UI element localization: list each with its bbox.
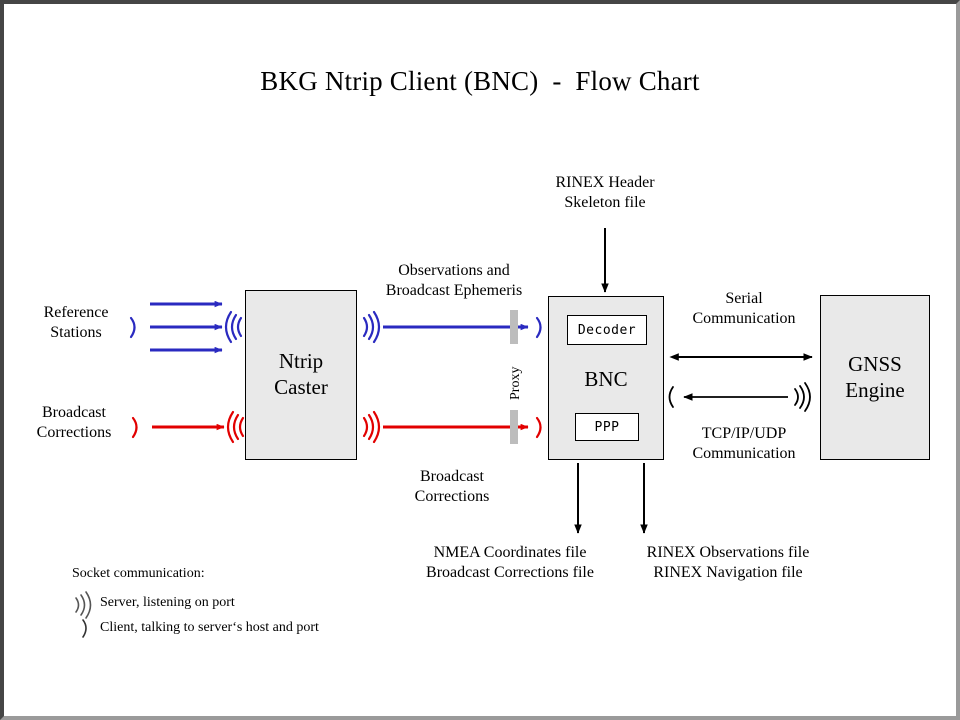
label-rinex-header-skeleton: RINEX Header Skeleton file	[555, 174, 655, 211]
client-paren-icon-reference-stations	[129, 316, 136, 339]
server-antenna-icon-caster-in-blue	[224, 310, 243, 344]
legend-client-paren-icon	[82, 619, 87, 638]
legend-server-text: Server, listening on port	[100, 595, 235, 610]
bnc-ppp-label: PPP	[594, 419, 620, 435]
node-bnc[interactable]: Decoder BNC PPP	[548, 296, 664, 460]
bnc-ppp-box[interactable]: PPP	[575, 413, 639, 441]
legend-server-antenna-icon	[75, 591, 92, 619]
label-reference-stations: Reference Stations	[43, 304, 109, 341]
label-output-rinex-files: RINEX Observations file RINEX Navigation…	[646, 544, 810, 581]
label-broadcast-corrections-in: Broadcast Corrections	[36, 404, 112, 441]
proxy-bar-top	[510, 310, 518, 344]
label-observations-ephemeris: Observations and Broadcast Ephemeris	[385, 262, 523, 299]
bnc-decoder-label: Decoder	[577, 322, 637, 338]
node-gnss-engine-label: GNSS Engine	[845, 351, 905, 402]
bnc-decoder-box[interactable]: Decoder	[567, 315, 647, 345]
label-broadcast-corrections-out: Broadcast Corrections	[414, 468, 490, 505]
arrow-reference-stations	[150, 300, 223, 354]
client-paren-icon-broadcast-corrections	[131, 416, 138, 439]
server-antenna-icon-caster-out-blue	[362, 310, 381, 344]
proxy-label: Proxy	[508, 366, 523, 400]
legend-client-text: Client, talking to server‘s host and por…	[100, 620, 319, 635]
server-antenna-icon-caster-out-red	[362, 410, 381, 444]
node-gnss-engine[interactable]: GNSS Engine	[820, 295, 930, 460]
server-antenna-icon-caster-in-red	[226, 410, 245, 444]
proxy-bar-bottom	[510, 410, 518, 444]
server-antenna-icon-gnss	[794, 382, 811, 412]
client-paren-icon-bnc-tcpip	[668, 386, 674, 408]
page-title: BKG Ntrip Client (BNC) - Flow Chart	[260, 66, 700, 96]
label-serial-communication: Serial Communication	[692, 290, 796, 327]
node-ntrip-caster-label: Ntrip Caster	[274, 349, 328, 399]
label-output-nmea-corrections: NMEA Coordinates file Broadcast Correcti…	[426, 544, 594, 581]
node-bnc-label: BNC	[584, 367, 628, 392]
label-tcpip-communication: TCP/IP/UDP Communication	[692, 425, 796, 462]
client-paren-icon-bnc-corr	[535, 416, 542, 439]
client-paren-icon-bnc-obs	[535, 316, 542, 339]
legend-heading: Socket communication:	[72, 566, 205, 581]
node-ntrip-caster[interactable]: Ntrip Caster	[245, 290, 357, 460]
